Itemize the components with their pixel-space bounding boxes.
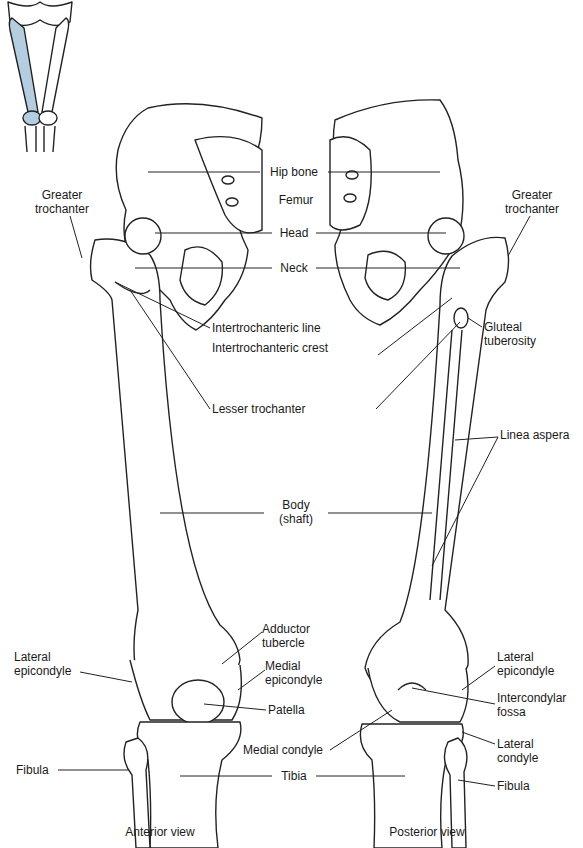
part-label: Posterior view [372,825,482,839]
part-label: Gluteal tuberosity [484,320,564,348]
part-label: Medial epicondyle [265,659,345,687]
part-label: Fibula [16,763,76,777]
part-label: Medial condyle [243,743,343,757]
femur-anterior [91,239,240,688]
patella [172,680,224,724]
part-label: Lateral epicondyle [14,650,94,678]
part-label: Hip bone [262,165,326,179]
femur-posterior [365,237,509,696]
part-label: Greater trochanter [22,188,102,216]
part-label: Tibia [274,769,314,783]
part-label: Lateral epicondyle [497,650,577,678]
part-label: Lateral condyle [497,737,577,765]
part-label: Femur [270,193,322,207]
part-label: Fibula [497,779,557,793]
part-label: Greater trochanter [492,188,572,216]
part-label: Intercondylar fossa [497,691,582,719]
part-label: Head [274,226,314,240]
part-label: Patella [268,703,328,717]
part-label: Body (shaft) [266,498,326,526]
part-label: Intertrochanteric crest [212,341,332,355]
locator-inset [8,2,72,152]
leader-lines [58,172,530,786]
part-label: Linea aspera [500,428,570,442]
part-label: Intertrochanteric line [212,321,382,335]
part-label: Adductor tubercle [262,622,342,650]
part-label: Anterior view [110,825,210,839]
part-label: Lesser trochanter [212,402,382,416]
part-label: Neck [274,261,314,275]
